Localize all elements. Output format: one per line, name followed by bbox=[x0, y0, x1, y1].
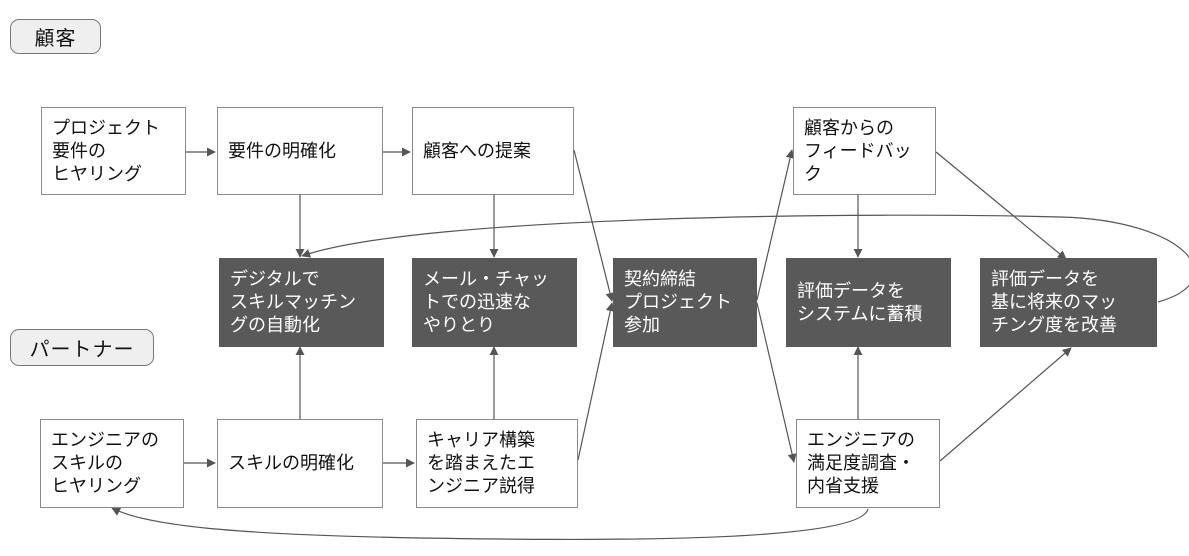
loop-improve-to-digital bbox=[301, 214, 1189, 303]
node-fast-communication: メール・チャッ トでの迅速な やりとり bbox=[412, 258, 577, 347]
node-project-hearing: プロジェクト 要件の ヒヤリング bbox=[41, 107, 186, 195]
arrow-contract-to-survey bbox=[756, 302, 797, 463]
node-persuade-engineer: キャリア構築 を踏まえたエ ンジニア説得 bbox=[416, 419, 578, 508]
node-digital-skill-matching: デジタルで スキルマッチン グの自動化 bbox=[219, 258, 384, 347]
node-contract-participation: 契約締結 プロジェクト 参加 bbox=[613, 258, 757, 347]
arrow-feedback-to-improve bbox=[935, 151, 1067, 260]
node-customer-feedback: 顧客からの フィードバッ ク bbox=[793, 107, 936, 195]
node-clarify-requirements: 要件の明確化 bbox=[217, 107, 383, 195]
lane-label-partner: パートナー bbox=[10, 329, 154, 366]
loop-survey-to-hearing bbox=[111, 507, 869, 541]
arrow-contract-to-feedback bbox=[756, 149, 795, 301]
node-clarify-skills: スキルの明確化 bbox=[217, 419, 383, 508]
arrow-survey-to-improve bbox=[939, 347, 1072, 462]
node-improve-matching: 評価データを 基に将来のマッ チング度を改善 bbox=[980, 258, 1157, 347]
arrow-persuade-to-contract bbox=[577, 302, 615, 461]
node-engineer-survey: エンジニアの 満足度調査・ 内省支援 bbox=[796, 419, 940, 508]
node-proposal-to-customer: 顧客への提案 bbox=[412, 107, 574, 195]
arrow-proposal-to-contract bbox=[573, 149, 615, 302]
node-evaluation-to-system: 評価データを システムに蓄積 bbox=[786, 258, 951, 347]
lane-label-customer: 顧客 bbox=[10, 19, 101, 54]
node-engineer-skill-hearing: エンジニアの スキルの ヒヤリング bbox=[40, 419, 184, 508]
